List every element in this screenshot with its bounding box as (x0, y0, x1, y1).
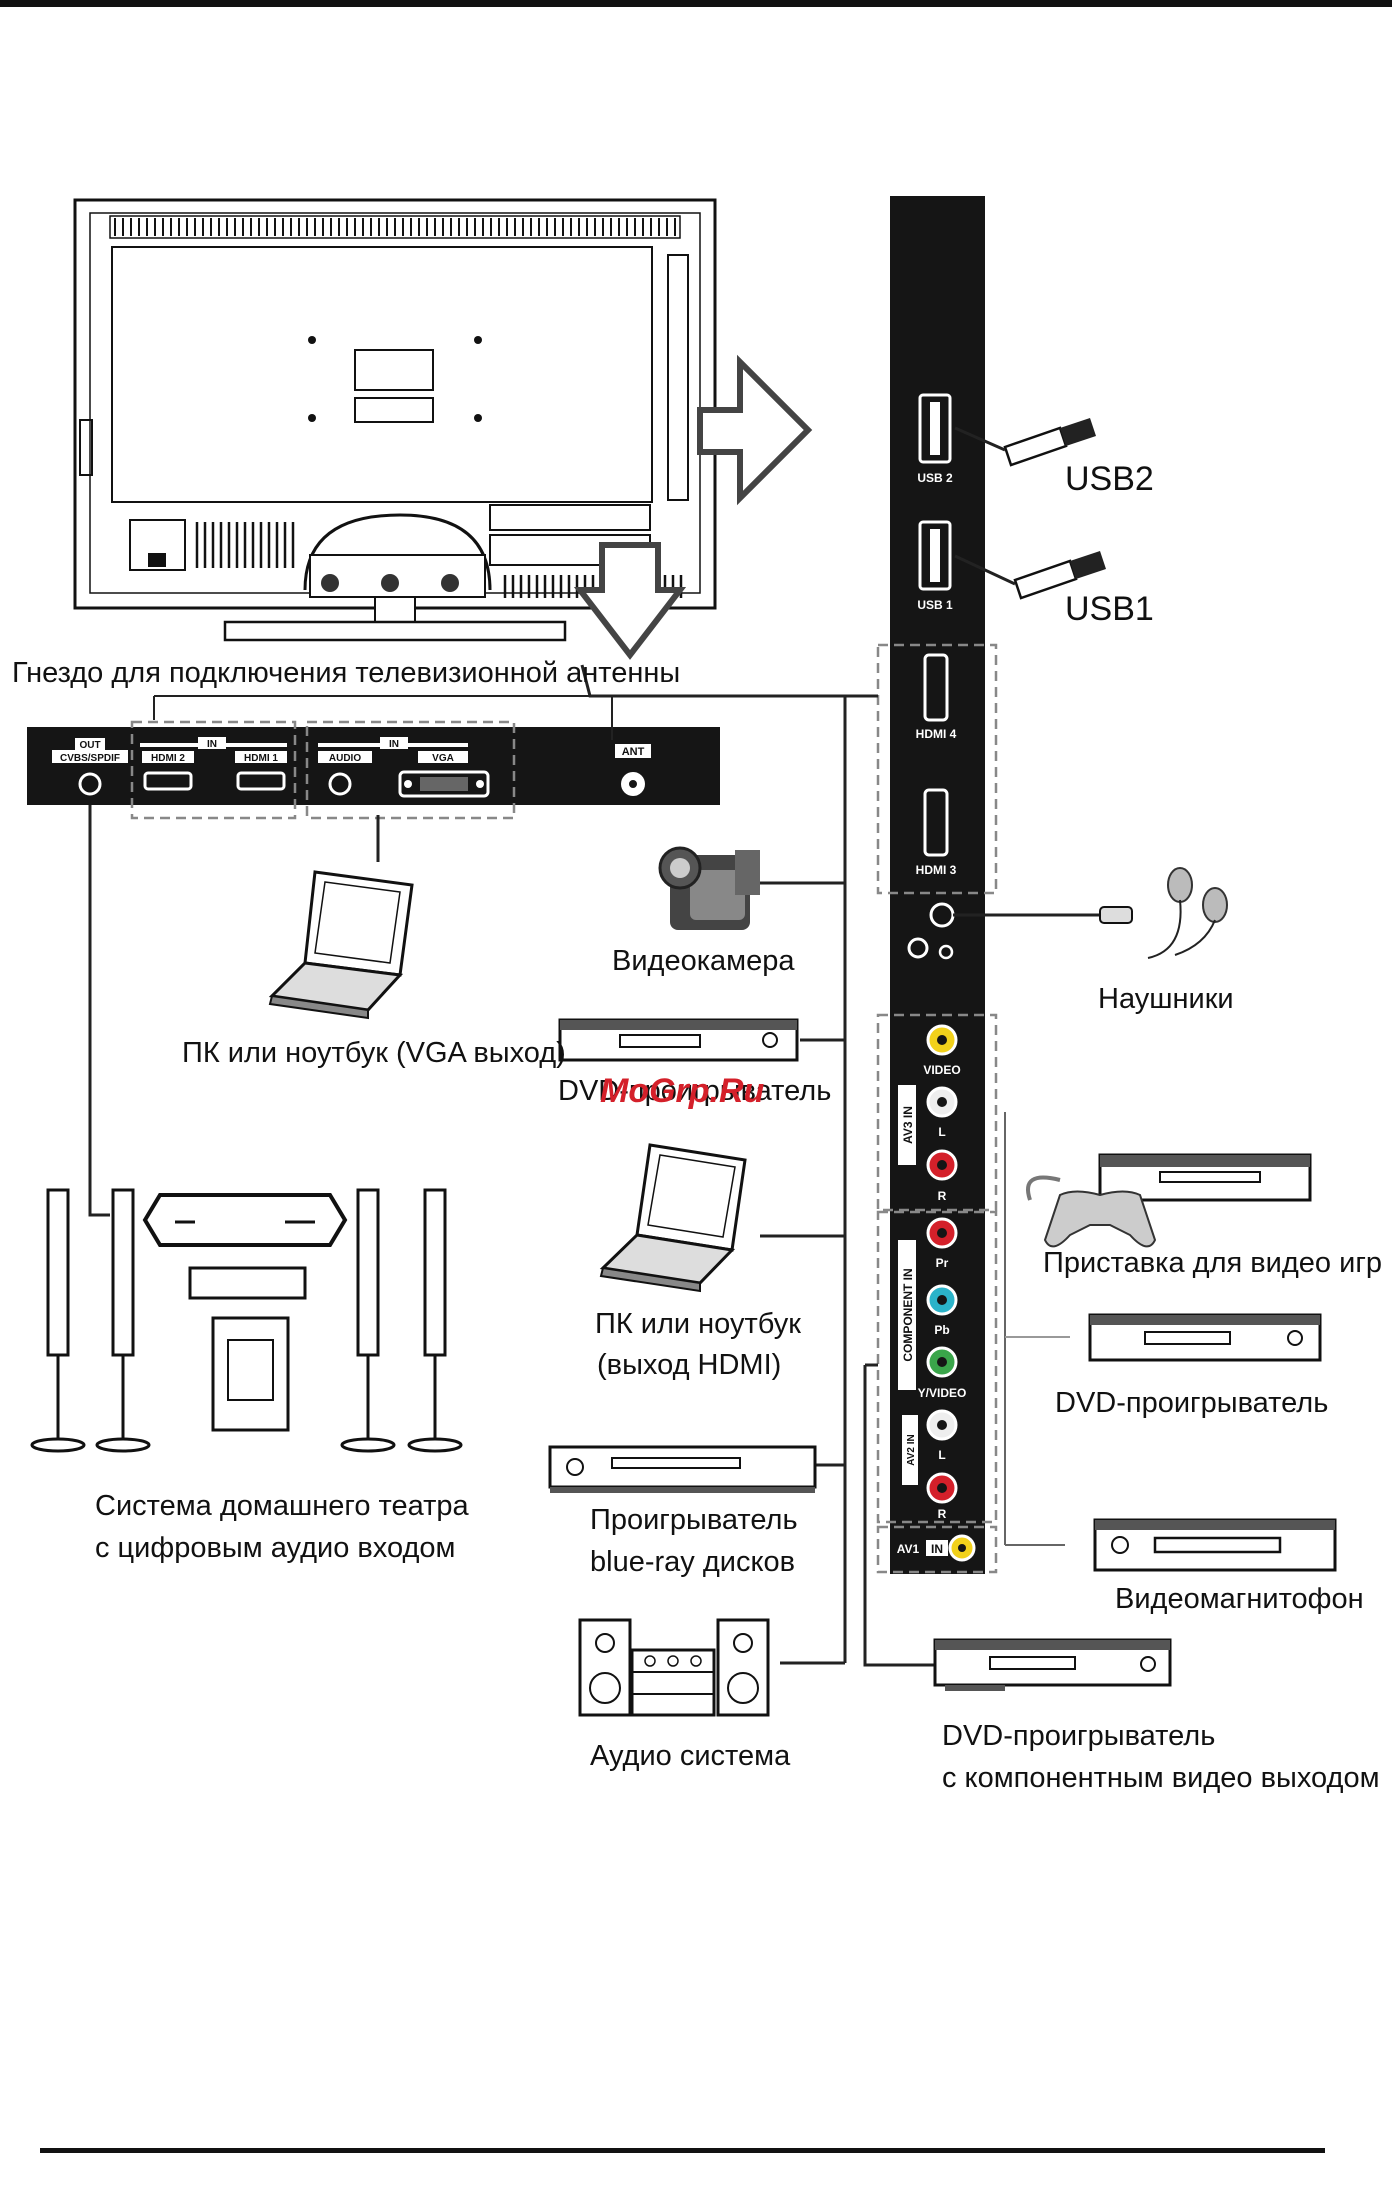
dvd-component-label-line1: DVD-проигрыватель (942, 1720, 1215, 1752)
bottom-rule (40, 2148, 1325, 2153)
side-av2-in-label: AV2 IN (906, 1434, 917, 1466)
side-av2-l-label: L (938, 1448, 945, 1462)
panel-hdmi2-label: HDMI 2 (151, 753, 185, 764)
dvd-player-icon (558, 1018, 799, 1062)
panel-hdmi1-label: HDMI 1 (244, 753, 278, 764)
vcr-icon (1093, 1518, 1337, 1572)
panel-in-pc-label: IN (389, 739, 399, 750)
pc-hdmi-label-line2: (выход HDMI) (597, 1349, 781, 1381)
side-hdmi3-label: HDMI 3 (916, 863, 957, 877)
side-av3-in-label: AV3 IN (901, 1106, 915, 1144)
hdmi1-port (236, 771, 286, 791)
home-theater-label-line1: Система домашнего театра (95, 1490, 469, 1522)
usb-flash-drive-icon (954, 551, 1106, 600)
bluray-label-line2: blue-ray дисков (590, 1546, 795, 1578)
side-av1-in-label: IN (931, 1542, 943, 1556)
side-usb2-label: USB 2 (917, 471, 953, 485)
camcorder-label: Видеокамера (612, 945, 795, 977)
connection-wires (88, 664, 1100, 1667)
pc-audio-jack (328, 772, 352, 796)
tv-rear-illustration (73, 198, 717, 642)
volume-icon (938, 944, 954, 960)
hdmi2-port (143, 771, 193, 791)
panel-cvbs-label: CVBS/SPDIF (60, 753, 120, 764)
laptop-hdmi-icon (599, 1143, 747, 1293)
usb2-label: USB2 (1065, 460, 1154, 498)
usb-flash-drive-icon (954, 418, 1096, 467)
antenna-socket-label: Гнездо для подключения телевизионной ант… (12, 657, 680, 689)
hdmi3-port (923, 788, 949, 857)
audio-system-icon (578, 1618, 770, 1717)
arrow-down-outline (573, 542, 687, 660)
side-component-in-label: COMPONENT IN (901, 1268, 915, 1361)
dvd-component-player-icon (933, 1638, 1172, 1691)
camcorder-icon (658, 846, 760, 930)
audio-system-label: Аудио система (590, 1740, 791, 1772)
pc-vga-label: ПК или ноутбук (VGA выход) (182, 1037, 566, 1069)
side-pb-label: Pb (934, 1323, 949, 1337)
dvd-player-right-icon (1088, 1313, 1322, 1362)
headphone-icon (907, 937, 929, 959)
side-connector-panel: USB 2 USB 1 HDMI 4 HDMI 3 VIDEO L R AV3 … (876, 196, 998, 1574)
laptop-vga-icon (268, 870, 414, 1020)
top-rule (0, 0, 1392, 7)
headphones-label: Наушники (1098, 983, 1234, 1015)
bluray-label-line1: Проигрыватель (590, 1504, 798, 1536)
side-av2-r-label: R (938, 1507, 947, 1521)
panel-ant-label: ANT (622, 746, 645, 758)
dvd-player-label: DVD-проигрыватель (558, 1075, 831, 1107)
side-pr-label: Pr (936, 1256, 949, 1270)
panel-audio-label: AUDIO (329, 753, 361, 764)
side-av3-l-label: L (938, 1125, 945, 1139)
headphones-icon (1099, 867, 1228, 959)
usb2-port (918, 393, 952, 464)
usb1-label: USB1 (1065, 590, 1154, 628)
side-av1-label: AV1 (897, 1542, 920, 1556)
hdmi4-port (923, 653, 949, 722)
panel-out-label: OUT (79, 740, 100, 751)
spdif-jack (78, 772, 102, 796)
side-y-video-label: Y/VIDEO (918, 1386, 967, 1400)
side-av3-r-label: R (938, 1189, 947, 1203)
pc-hdmi-label-line1: ПК или ноутбук (595, 1308, 801, 1340)
panel-in-hdmi-label: IN (207, 739, 217, 750)
side-hdmi4-label: HDMI 4 (916, 727, 957, 741)
home-theater-icon (30, 1188, 463, 1453)
game-console-label: Приставка для видео игр (1043, 1247, 1382, 1279)
panel-vga-label: VGA (432, 753, 454, 764)
bottom-connector-panel: OUT CVBS/SPDIF IN HDMI 2 HDMI 1 IN AUDIO… (27, 720, 720, 820)
bluray-player-icon (548, 1445, 817, 1493)
vga-port (398, 770, 490, 798)
side-usb1-label: USB 1 (917, 598, 953, 612)
side-video-label: VIDEO (923, 1063, 960, 1077)
arrow-right-outline (697, 354, 813, 506)
dvd-player-right-label: DVD-проигрыватель (1055, 1387, 1328, 1419)
usb1-port (918, 520, 952, 591)
home-theater-label-line2: с цифровым аудио входом (95, 1532, 455, 1564)
watermark: MoGrp.Ru (600, 1072, 765, 1110)
game-console-icon (1026, 1153, 1312, 1248)
vcr-label: Видеомагнитофон (1115, 1583, 1364, 1615)
dvd-component-label-line2: с компонентным видео выходом (942, 1762, 1380, 1794)
